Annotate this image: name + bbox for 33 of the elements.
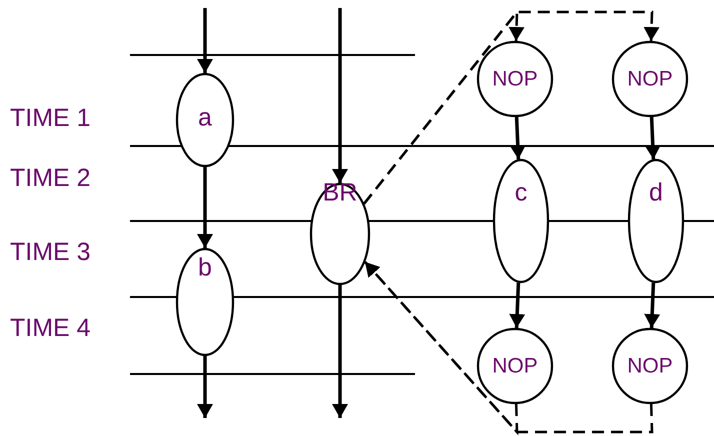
arrow [644,116,661,160]
time-label: TIME 2 [10,166,91,191]
ellipse-node [176,248,234,356]
dashed-arrow [364,261,654,434]
arrow [510,116,526,160]
arrow [197,167,213,248]
node-label: NOP [627,68,673,90]
circle-node [477,41,553,117]
ellipse-node [493,159,549,283]
arrow [644,282,660,328]
circle-node [477,328,553,404]
arrow [197,8,213,73]
arrow [197,356,213,418]
node-label: NOP [492,68,538,90]
ellipse-node [628,159,684,283]
arrow [332,285,348,418]
time-label: TIME 3 [10,240,91,265]
time-label: TIME 1 [10,106,91,131]
dashed-arrow [363,10,660,204]
circle-node [612,41,688,117]
ellipse-node [310,183,370,285]
node-label: NOP [492,356,538,376]
ellipse-node [176,73,234,167]
node-label: NOP [627,356,673,376]
arrow [332,8,348,183]
arrow [509,282,526,328]
circle-node [612,328,688,404]
node-label: a [198,106,212,130]
node-label: c [514,180,528,206]
node-label: BR [322,180,358,206]
time-label: TIME 4 [10,316,91,341]
node-label: b [198,256,212,280]
node-label: d [649,180,663,206]
